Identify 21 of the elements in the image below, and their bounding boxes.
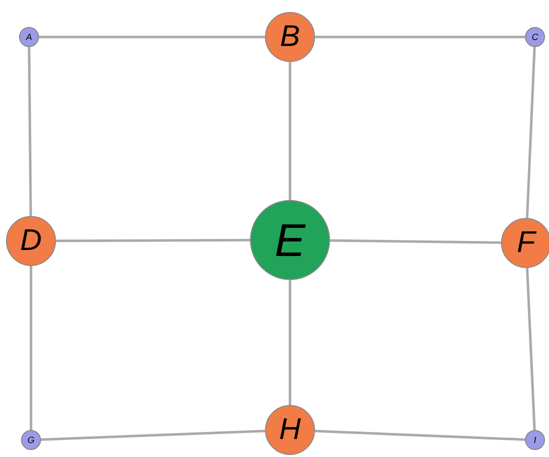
node-label: A [26,32,32,42]
node-label: F [516,228,536,258]
node-label: I [534,436,536,444]
connector-line [28,46,32,216]
connector-line [315,36,525,38]
node-label: G [27,436,34,444]
connector-line [526,268,536,430]
node-label: D [20,226,42,256]
connector-line [288,280,292,405]
node-label: C [532,32,538,42]
connector-line [288,62,292,200]
node-label: B [280,22,300,52]
connector-line [330,239,502,244]
connector-line [40,430,266,441]
connector-line [526,46,536,218]
connector-line [56,238,250,242]
node-label: E [274,217,306,263]
connector-line [39,36,265,38]
connector-line [314,430,526,441]
node-label: H [279,415,301,445]
connector-line [30,266,32,430]
